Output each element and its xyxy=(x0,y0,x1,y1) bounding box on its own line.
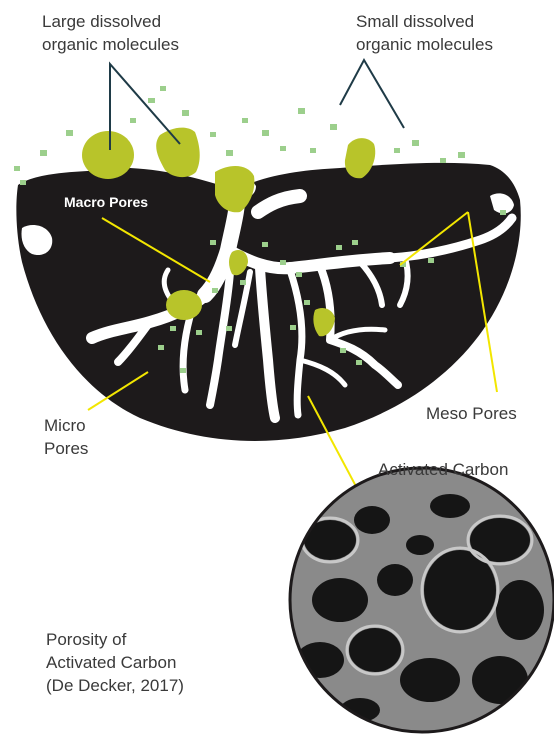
micro-pores-label-line1: Micro xyxy=(44,414,88,437)
micro-pores-label: Micro Pores xyxy=(44,414,88,460)
caption-line1: Porosity of xyxy=(46,628,184,651)
small-molecules-label: Small dissolved organic molecules xyxy=(356,10,493,56)
caption: Porosity of Activated Carbon (De Decker,… xyxy=(46,628,184,697)
small-molecules-label-line1: Small dissolved xyxy=(356,10,493,33)
molecule-pointers xyxy=(110,60,404,150)
small-molecules-label-line2: organic molecules xyxy=(356,33,493,56)
macro-pores-label: Macro Pores xyxy=(64,194,148,210)
caption-line3: (De Decker, 2017) xyxy=(46,674,184,697)
caption-line2: Activated Carbon xyxy=(46,651,184,674)
large-molecules-label-line2: organic molecules xyxy=(42,33,179,56)
activated-carbon-label: Activated Carbon xyxy=(378,458,508,481)
large-molecules-label-line1: Large dissolved xyxy=(42,10,179,33)
meso-pores-label: Meso Pores xyxy=(426,402,517,425)
micro-pores-label-line2: Pores xyxy=(44,437,88,460)
large-molecules-label: Large dissolved organic molecules xyxy=(42,10,179,56)
